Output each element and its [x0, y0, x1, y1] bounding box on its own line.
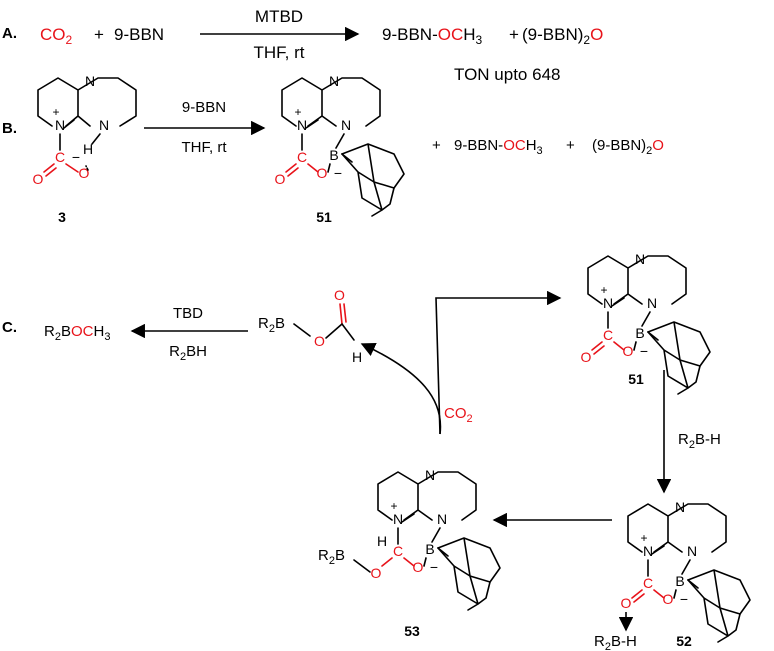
compound-3-label: 3: [58, 209, 66, 225]
svg-text:H: H: [377, 533, 387, 549]
conditions-thf-rt: THF, rt: [254, 43, 305, 62]
atom-h: H: [83, 141, 93, 157]
svg-text:N: N: [437, 511, 447, 527]
svg-text:O: O: [413, 559, 424, 575]
svg-text:−: −: [430, 559, 438, 575]
product-methoxy-borane: 9-BBN-OCH3: [382, 25, 483, 47]
svg-text:N: N: [687, 543, 697, 559]
section-b-label: B.: [2, 120, 17, 137]
co2-reactant: CO: [40, 25, 66, 44]
atom-n: N: [85, 73, 95, 89]
atom-b: B: [329, 147, 338, 163]
cycle-arrow-curved: [360, 342, 442, 435]
svg-text:−: −: [680, 591, 688, 607]
compound-51-cycle-structure: N N + N B − C O O: [581, 251, 711, 395]
svg-text:N: N: [643, 543, 653, 559]
atom-o-minus: O: [79, 165, 90, 181]
reagent-9bbn: 9-BBN: [182, 99, 226, 116]
atom-nh: N: [99, 117, 109, 133]
plus-sign: +: [566, 137, 575, 154]
svg-text:N: N: [647, 295, 657, 311]
compound-53-label: 53: [404, 623, 420, 639]
plus-sign: +: [94, 25, 104, 44]
svg-text:+: +: [294, 105, 301, 119]
compound-51-structure: N N + N B − C O O: [275, 73, 405, 217]
compound-3-structure: N N + N H C O O −: [33, 73, 137, 187]
svg-text:O: O: [314, 333, 325, 349]
compound-52-label: 52: [676, 633, 692, 649]
svg-text:+: +: [52, 105, 59, 119]
svg-text:N: N: [603, 295, 613, 311]
co2-label: CO2: [444, 405, 473, 425]
section-a: A. CO2 + 9-BBN MTBD THF, rt 9-BBN-OCH3 +…: [2, 7, 603, 84]
compound-51-label: 51: [316, 209, 332, 225]
svg-text:O: O: [334, 287, 345, 303]
svg-text:H: H: [352, 349, 362, 365]
svg-text:C: C: [297, 149, 307, 165]
section-b: B. N N + N H C O O − 3 9-BBN THF, rt N N: [2, 73, 664, 225]
svg-text:N: N: [425, 467, 435, 483]
atom-n-plus: N: [55, 117, 65, 133]
svg-text:O: O: [663, 591, 674, 607]
plus-sign: +: [432, 137, 441, 154]
section-c: C. R2BOCH3 TBD R2BH R2B O O H CO2: [2, 251, 751, 651]
svg-text:CO2: CO2: [40, 25, 73, 47]
svg-text:+: +: [600, 283, 607, 297]
compound-51-cycle-label: 51: [628, 371, 644, 387]
svg-text:C: C: [643, 575, 653, 591]
svg-text:N: N: [341, 117, 351, 133]
product-r2boch3: R2BOCH3: [44, 323, 110, 343]
svg-text:R2B: R2B: [258, 315, 285, 335]
svg-text:O: O: [581, 349, 592, 365]
r2bh-leaving-label: R2B-H: [594, 633, 637, 651]
borane-formate-structure: R2B O O H: [258, 287, 362, 365]
section-c-label: C.: [2, 319, 17, 336]
svg-text:N: N: [675, 499, 685, 515]
svg-text:+: +: [390, 499, 397, 513]
svg-text:B: B: [425, 541, 434, 557]
r2b-substituent: R2B: [318, 547, 345, 567]
reagent-mtbd: MTBD: [255, 7, 303, 26]
atom-o: O: [33, 171, 44, 187]
svg-text:−: −: [334, 165, 342, 181]
atom-c: C: [55, 149, 65, 165]
conditions-thf-rt: THF, rt: [182, 139, 228, 156]
compound-52-structure: N N + N B − C O O: [618, 499, 751, 643]
svg-text:N: N: [635, 251, 645, 267]
svg-text:C: C: [603, 327, 613, 343]
product-borinic-anhydride: (9-BBN)2O: [592, 137, 664, 157]
svg-text:N: N: [329, 73, 339, 89]
svg-text:N: N: [297, 117, 307, 133]
svg-text:C: C: [393, 543, 403, 559]
product-borinic-anhydride: (9-BBN)2O: [522, 25, 603, 47]
svg-text:O: O: [317, 165, 328, 181]
svg-text:B: B: [635, 325, 644, 341]
svg-text:N: N: [393, 511, 403, 527]
svg-text:O: O: [371, 565, 382, 581]
cycle-arrow-to-51: [435, 290, 562, 435]
section-a-label: A.: [2, 25, 17, 42]
svg-text:O: O: [275, 171, 286, 187]
reagent-r2bh: R2BH: [169, 343, 207, 363]
svg-text:O: O: [623, 343, 634, 359]
svg-text:+: +: [640, 531, 647, 545]
svg-text:−: −: [640, 343, 648, 359]
svg-text:−: −: [72, 149, 80, 165]
product-methoxy-borane: 9-BBN-OCH3: [454, 137, 543, 157]
plus-sign: +: [509, 25, 519, 44]
svg-text:O: O: [621, 595, 632, 611]
r2bh-step-label: R2B-H: [678, 431, 721, 451]
compound-53-structure: N N + N B − C H O O R2B: [318, 467, 501, 611]
svg-text:B: B: [675, 573, 684, 589]
reagent-tbd: TBD: [173, 305, 203, 322]
bbn-reactant: 9-BBN: [114, 25, 164, 44]
ton-value: TON upto 648: [454, 65, 560, 84]
